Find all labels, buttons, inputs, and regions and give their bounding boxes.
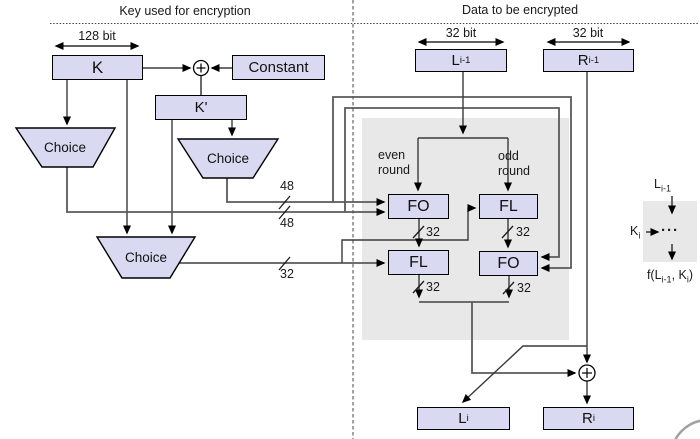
box-fl-odd: FL bbox=[479, 194, 538, 219]
section-title-key: Key used for encryption bbox=[119, 4, 251, 18]
buswidth-32bit-right-label: 32 bit bbox=[572, 26, 604, 40]
choice3-label: Choice bbox=[124, 250, 168, 265]
buswidth-128bit-label: 128 bit bbox=[78, 29, 116, 43]
round-function-panel bbox=[362, 118, 569, 340]
choice2-shape bbox=[176, 138, 280, 179]
bus-48-lower-label: 48 bbox=[280, 216, 294, 230]
fl-even-out-32-label: 32 bbox=[426, 280, 440, 294]
box-fo-even: FO bbox=[388, 194, 449, 219]
bus-48-upper-label: 48 bbox=[280, 179, 294, 193]
bus-32-wrap-to-fl-odd bbox=[341, 204, 477, 263]
xor-key-icon bbox=[192, 59, 210, 77]
choice1-shape bbox=[14, 127, 117, 168]
box-fo-odd: FO bbox=[479, 251, 538, 276]
buswidth-32bit-left-label: 32 bit bbox=[445, 26, 477, 40]
fo-odd-out-32-label: 32 bbox=[517, 281, 531, 295]
mini-key-label: Ki bbox=[630, 224, 641, 241]
mini-output-label: f(Li-1, Ki) bbox=[646, 268, 694, 285]
bus-32-label: 32 bbox=[280, 267, 294, 281]
odd-round-label: odd round bbox=[498, 149, 530, 178]
corner-logo-circle bbox=[674, 419, 700, 439]
bus-choice2-48-to-fo-even bbox=[226, 178, 386, 206]
wire-rprev-to-lnext bbox=[461, 345, 587, 404]
box-k-prime: K' bbox=[155, 95, 247, 120]
fo-even-out-32-label: 32 bbox=[426, 225, 440, 239]
xor-data-icon bbox=[578, 364, 596, 382]
even-round-label: even round bbox=[378, 148, 410, 177]
fl-odd-out-32-label: 32 bbox=[516, 225, 530, 239]
bus-choice1-48-to-fo-even bbox=[66, 167, 386, 216]
box-fl-even: FL bbox=[388, 250, 449, 275]
choice2-label: Choice bbox=[206, 151, 250, 166]
mini-input-label: Li-1 bbox=[654, 177, 671, 194]
bus-48-wrap-to-fo-odd-lower bbox=[332, 96, 572, 272]
mini-dots: ··· bbox=[661, 222, 679, 239]
wire-f-output-to-xor bbox=[471, 302, 577, 377]
bus-48-wrap-to-fo-odd-upper bbox=[344, 107, 560, 261]
bus-slashes bbox=[278, 195, 515, 295]
choice1-label: Choice bbox=[43, 140, 87, 155]
box-k: K bbox=[52, 55, 143, 80]
section-title-data: Data to be encrypted bbox=[461, 3, 579, 17]
choice3-shape bbox=[95, 236, 197, 279]
box-constant: Constant bbox=[232, 55, 325, 80]
